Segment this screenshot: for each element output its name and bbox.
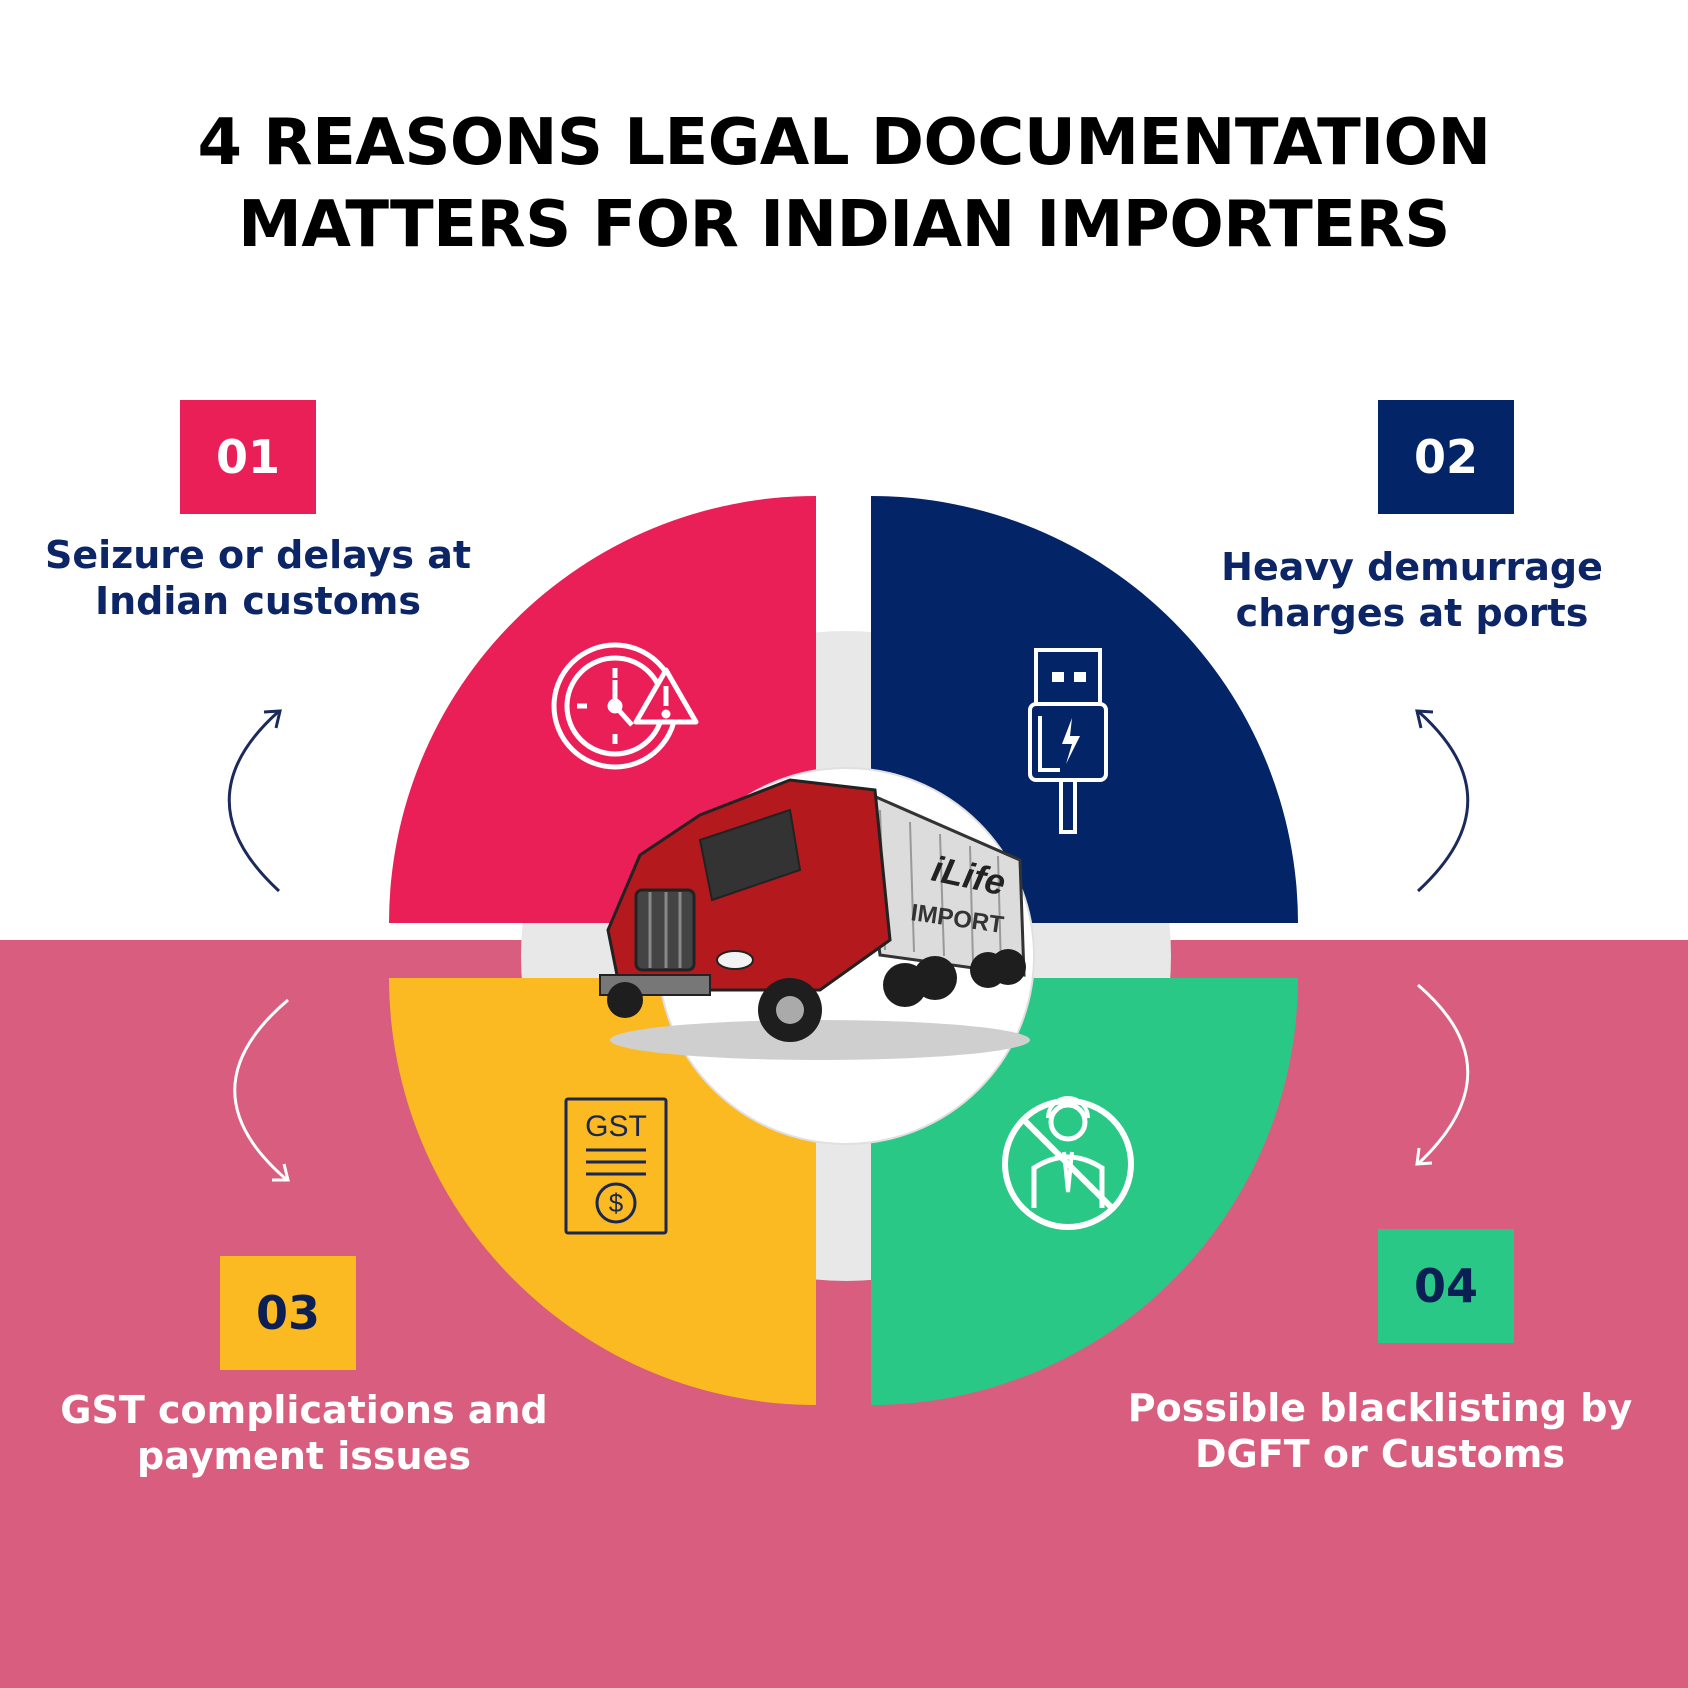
reason-01-line-1: Seizure or delays at	[44, 533, 472, 577]
clock-warning-icon	[551, 642, 699, 770]
gst-invoice-icon: GST $	[564, 1097, 668, 1235]
arrow-01	[227, 709, 282, 893]
badge-03: 03	[220, 1256, 356, 1370]
reason-02-line-1: Heavy demurrage	[1221, 545, 1603, 589]
reason-04-line-1: Possible blacklisting by	[1127, 1386, 1633, 1430]
blocked-person-icon	[1002, 1096, 1134, 1230]
reason-02-label: Heavy demurrage charges at ports	[1172, 544, 1652, 636]
reason-04-label: Possible blacklisting by DGFT or Customs	[1110, 1385, 1650, 1477]
badge-02-number: 02	[1413, 430, 1478, 484]
badge-01-number: 01	[215, 430, 280, 484]
reason-04-line-2: DGFT or Customs	[1195, 1432, 1565, 1476]
badge-03-number: 03	[255, 1286, 320, 1340]
truck-icon: iLife IMPORT	[599, 778, 1030, 1060]
badge-04: 04	[1378, 1229, 1514, 1343]
arrow-03	[233, 998, 290, 1182]
reason-03-line-2: payment issues	[137, 1434, 471, 1478]
badge-04-number: 04	[1413, 1259, 1478, 1313]
gst-icon-text: GST	[585, 1110, 647, 1143]
title-line-2: MATTERS FOR INDIAN IMPORTERS	[238, 188, 1450, 262]
arrow-02	[1415, 709, 1470, 893]
badge-01: 01	[180, 400, 316, 514]
reason-03-line-1: GST complications and	[60, 1388, 548, 1432]
page-title: 4 REASONS LEGAL DOCUMENTATION MATTERS FO…	[0, 102, 1688, 266]
sector-02	[871, 496, 1298, 923]
reason-01-line-2: Indian customs	[94, 579, 422, 623]
usb-charging-icon	[1028, 648, 1108, 834]
arrow-04	[1415, 983, 1470, 1166]
reason-03-label: GST complications and payment issues	[34, 1387, 574, 1479]
badge-02: 02	[1378, 400, 1514, 514]
dollar-icon-text: $	[609, 1188, 624, 1218]
reason-02-line-2: charges at ports	[1235, 591, 1589, 635]
reason-01-label: Seizure or delays at Indian customs	[18, 532, 498, 624]
title-line-1: 4 REASONS LEGAL DOCUMENTATION	[197, 106, 1491, 180]
